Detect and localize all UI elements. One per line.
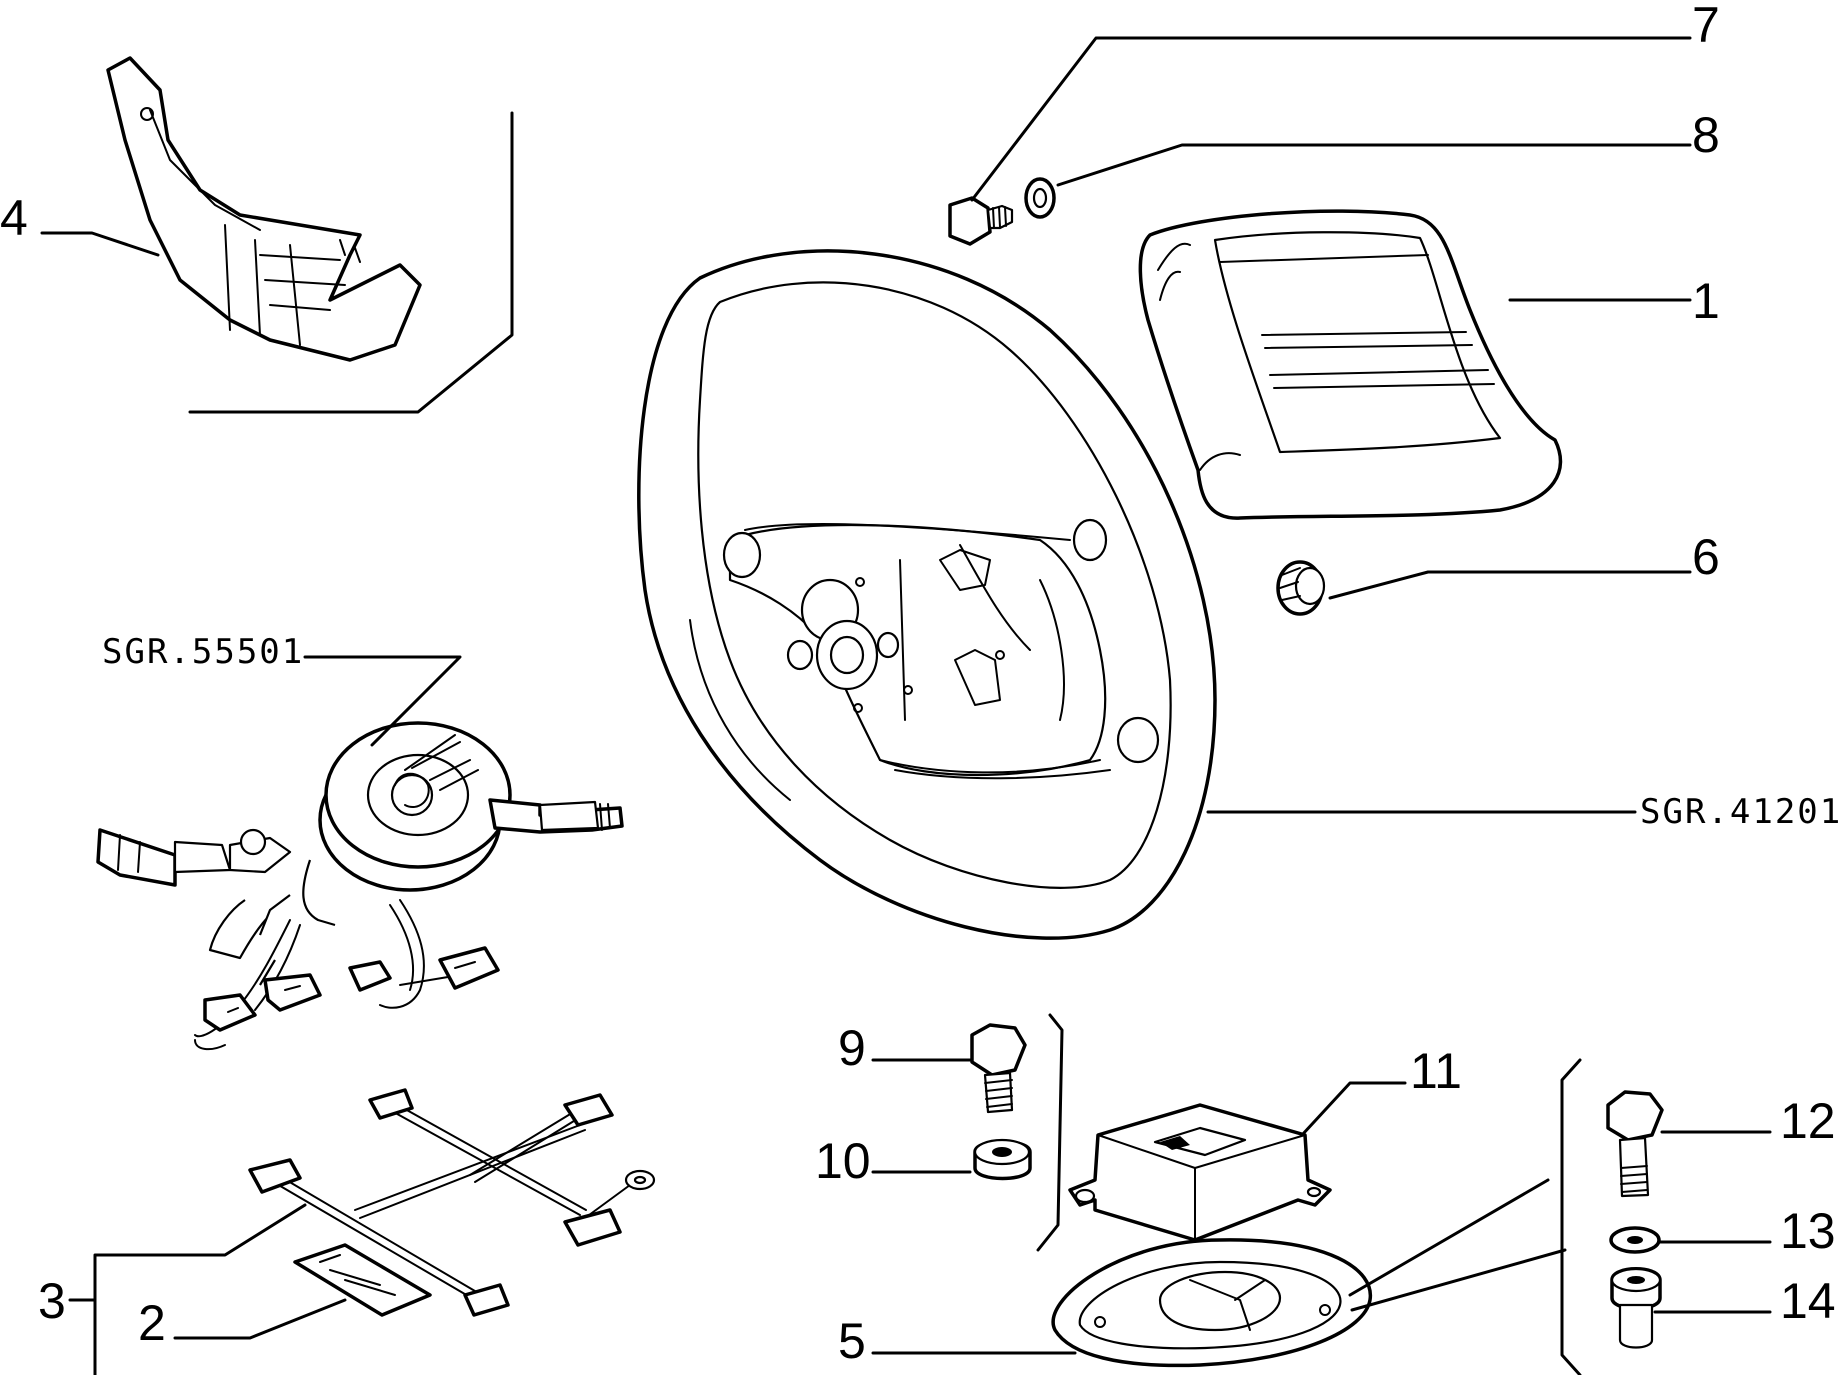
- part-6-nut: [1276, 560, 1326, 616]
- part-11-frame: [1036, 1013, 1064, 1252]
- leader-6: [1328, 570, 1692, 600]
- part-5-bracket-plate: [1051, 1238, 1373, 1368]
- ref-label-sgr-55501: SGR.55501: [102, 632, 304, 672]
- leader-8: [1056, 143, 1692, 187]
- part-4-bracket: [106, 56, 422, 362]
- callout-8: 8: [1692, 107, 1720, 163]
- switch-group-assembly: [96, 721, 624, 1051]
- callout-3: 3: [38, 1273, 66, 1329]
- part-2-label-plate: [293, 1243, 432, 1317]
- part-9-bolt: [970, 1023, 1027, 1114]
- leader-2: [173, 1298, 347, 1340]
- ref-label-sgr-41201: SGR.41201: [1640, 792, 1840, 832]
- leader-11: [1300, 1081, 1407, 1137]
- callout-5: 5: [838, 1313, 866, 1369]
- callout-11: 11: [1410, 1043, 1462, 1099]
- fastener-group-frame: [1560, 1058, 1582, 1375]
- part-11-control-unit: [1068, 1103, 1332, 1242]
- callout-10: 10: [815, 1133, 871, 1189]
- leader-sgr-55501: [303, 655, 462, 747]
- leader-3: [68, 1203, 307, 1375]
- part-1-airbag-cover: [1138, 209, 1563, 520]
- leader-5-fasteners: [1348, 1178, 1567, 1312]
- part-10-washer: [973, 1138, 1032, 1181]
- part-14-spacer: [1610, 1267, 1662, 1349]
- callout-14: 14: [1780, 1273, 1836, 1329]
- leader-4: [40, 231, 160, 257]
- steering-wheel: [637, 249, 1217, 940]
- callout-1: 1: [1692, 273, 1720, 329]
- part-8-washer: [1024, 177, 1056, 219]
- part-3-wiring-harness: [248, 1088, 656, 1317]
- callout-4: 4: [0, 190, 28, 246]
- leader-7: [970, 36, 1692, 202]
- callout-9: 9: [838, 1020, 866, 1076]
- part-12-bolt: [1606, 1090, 1664, 1198]
- part-4-frame: [188, 111, 514, 414]
- part-13-washer: [1609, 1226, 1661, 1254]
- callout-13: 13: [1780, 1203, 1836, 1259]
- callout-7: 7: [1692, 0, 1720, 53]
- callout-6: 6: [1692, 529, 1720, 585]
- callout-2: 2: [138, 1295, 166, 1351]
- callout-12: 12: [1780, 1093, 1836, 1149]
- part-7-bolt: [948, 196, 1014, 246]
